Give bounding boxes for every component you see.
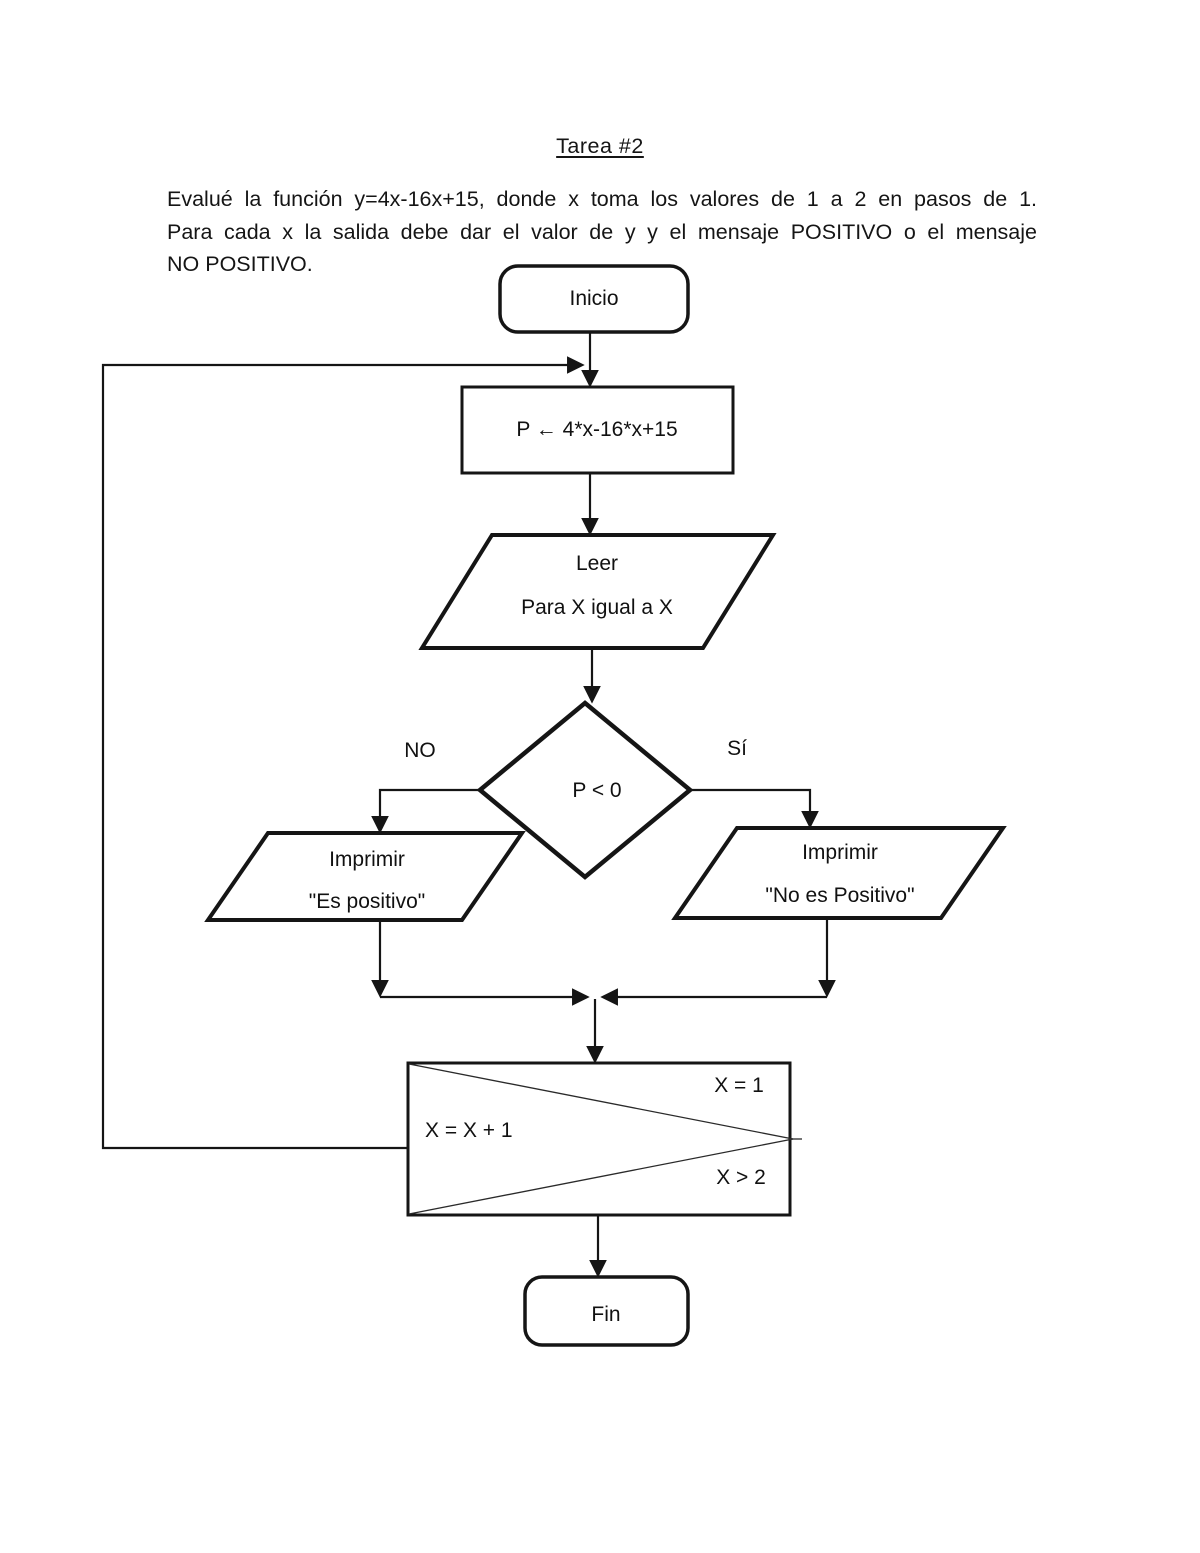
print-positive-label-2: "Es positivo"	[309, 890, 425, 913]
print-positive-node-shape	[204, 831, 526, 922]
intro-line-2: Para cada x la salida debe dar el valor …	[167, 219, 1037, 244]
loop-exit-label: X > 2	[716, 1166, 766, 1189]
branch-label-yes: Sí	[727, 737, 747, 760]
print-negative-node-shape	[671, 826, 1007, 920]
end-node: Fin	[523, 1275, 690, 1347]
loop-node-shape	[406, 1061, 792, 1217]
decision-node: P < 0	[476, 700, 694, 880]
start-node-label: Inicio	[569, 287, 618, 310]
read-node-label-2: Para X igual a X	[521, 596, 673, 619]
print-negative-label-2: "No es Positivo"	[765, 884, 914, 907]
assign-node-shape	[460, 385, 735, 475]
loop-node-diagonal-top	[408, 1063, 794, 1140]
arrow-decision-to-print-positive	[371, 788, 481, 834]
page-title-text: Tarea #2	[556, 134, 644, 158]
intro-paragraph: Evalué la función y=4x-16x+15, donde x t…	[167, 183, 1037, 281]
intro-line-1: Evalué la función y=4x-16x+15, donde x t…	[167, 187, 1037, 211]
print-positive-label-1: Imprimir	[329, 848, 405, 871]
end-node-shape	[523, 1275, 690, 1347]
loop-node-diagonal-bottom	[408, 1138, 794, 1215]
print-negative-node: Imprimir "No es Positivo"	[671, 826, 1007, 920]
read-node: Leer Para X igual a X	[418, 533, 777, 650]
loop-init-label: X = 1	[714, 1074, 764, 1097]
start-node-shape	[498, 264, 690, 334]
assign-node: P ← 4*x-16*x+15	[460, 385, 735, 475]
loop-node: X = 1 X = X + 1 X > 2	[406, 1061, 802, 1217]
loop-return-line	[101, 356, 585, 1150]
print-negative-label-1: Imprimir	[802, 841, 878, 864]
end-node-label: Fin	[591, 1303, 620, 1326]
loop-step-label: X = X + 1	[425, 1119, 513, 1142]
page-title: Tarea #2	[0, 134, 1200, 159]
decision-node-shape	[476, 700, 694, 880]
read-node-shape	[418, 533, 777, 650]
read-node-label-1: Leer	[576, 552, 618, 575]
branch-label-no: NO	[404, 739, 436, 762]
decision-node-label: P < 0	[572, 779, 621, 802]
arrow-decision-to-print-negative	[689, 788, 819, 829]
intro-line-3: NO POSITIVO.	[167, 252, 313, 277]
print-positive-node: Imprimir "Es positivo"	[204, 831, 526, 922]
assign-node-label: P ← 4*x-16*x+15	[516, 418, 677, 441]
start-node: Inicio	[498, 264, 690, 334]
